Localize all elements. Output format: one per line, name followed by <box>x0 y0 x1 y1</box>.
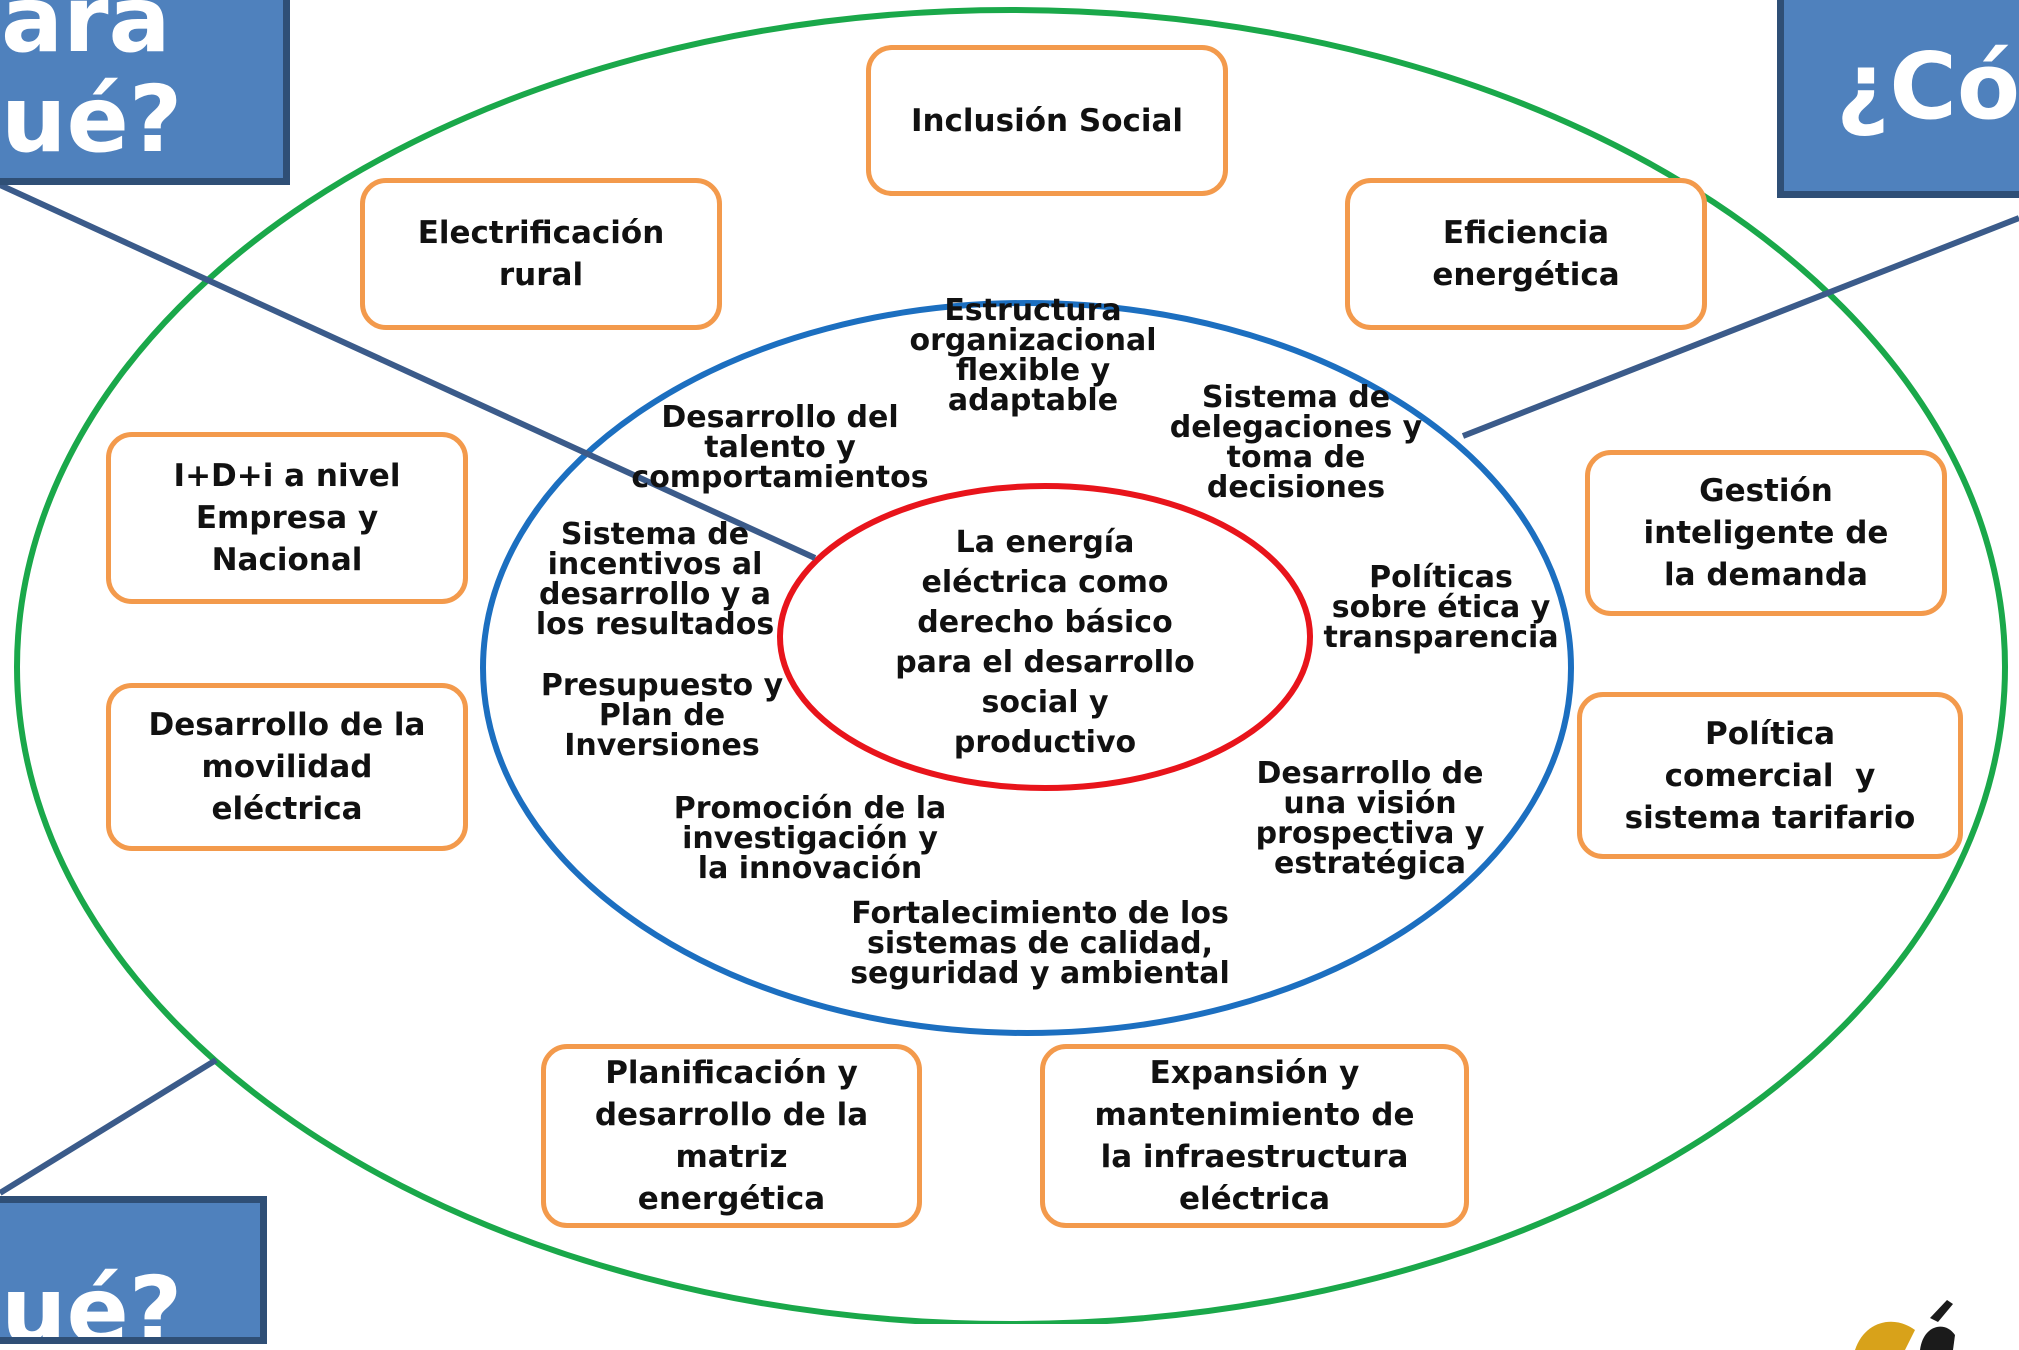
box-inclusion-label: Inclusión Social <box>910 102 1184 139</box>
connector-bottom-left <box>0 1057 218 1196</box>
box-movilidad-label: Desarrollo de la movilidad eléctrica <box>148 707 426 827</box>
box-inclusion: Inclusión Social <box>866 45 1228 196</box>
box-eficiencia: Eficiencia energética <box>1345 178 1707 330</box>
corner-label-bottom-left: ué? <box>1 1257 183 1344</box>
logo-partial-icon <box>1855 1300 1955 1350</box>
outer-ellipse <box>14 7 2008 1324</box>
connector-top-right <box>1461 215 2019 439</box>
label-delegaciones: Sistema de delegaciones y toma de decisi… <box>1169 380 1423 505</box>
label-presupuesto: Presupuesto y Plan de Inversiones <box>540 668 784 763</box>
corner-label-top-left: ara ué? <box>1 0 183 173</box>
box-gestion: Gestión inteligente de la demanda <box>1585 450 1947 616</box>
box-eficiencia-label: Eficiencia energética <box>1432 215 1620 293</box>
box-electrificacion-label: Electrificación rural <box>417 215 665 293</box>
middle-ellipse <box>480 300 1574 1036</box>
label-vision: Desarrollo de una visión prospectiva y e… <box>1255 756 1485 881</box>
box-idi-label: I+D+i a nivel Empresa y Nacional <box>173 458 401 578</box>
box-idi: I+D+i a nivel Empresa y Nacional <box>106 432 468 604</box>
inner-ellipse <box>777 483 1313 791</box>
label-etica: Políticas sobre ética y transparencia <box>1323 560 1559 655</box>
label-calidad: Fortalecimiento de los sistemas de calid… <box>850 896 1230 991</box>
box-politica: Política comercial y sistema tarifario <box>1577 692 1963 859</box>
label-estructura: Estructura organizacional flexible y ada… <box>909 293 1157 418</box>
box-planificacion-label: Planificación y desarrollo de la matriz … <box>594 1055 869 1217</box>
corner-label-top-right: ¿Có <box>1836 33 2019 140</box>
box-expansion: Expansión y mantenimiento de la infraest… <box>1040 1044 1469 1228</box>
label-incentivos: Sistema de incentivos al desarrollo y a … <box>535 517 775 642</box>
box-politica-label: Política comercial y sistema tarifario <box>1624 715 1916 836</box>
box-planificacion: Planificación y desarrollo de la matriz … <box>541 1044 922 1228</box>
connector-top-left <box>0 182 817 561</box>
box-gestion-label: Gestión inteligente de la demanda <box>1643 473 1889 593</box>
box-electrificacion: Electrificación rural <box>360 178 722 330</box>
box-expansion-label: Expansión y mantenimiento de la infraest… <box>1094 1055 1415 1217</box>
corner-box-top-right: ¿Có <box>1777 0 2019 198</box>
center-statement: La energía eléctrica como derecho básico… <box>895 525 1195 760</box>
box-movilidad: Desarrollo de la movilidad eléctrica <box>106 683 468 851</box>
corner-box-top-left: ara ué? <box>0 0 290 185</box>
label-investigacion: Promoción de la investigación y la innov… <box>673 791 947 886</box>
label-talento: Desarrollo del talento y comportamientos <box>631 400 929 495</box>
corner-box-bottom-left: ué? <box>0 1196 267 1344</box>
